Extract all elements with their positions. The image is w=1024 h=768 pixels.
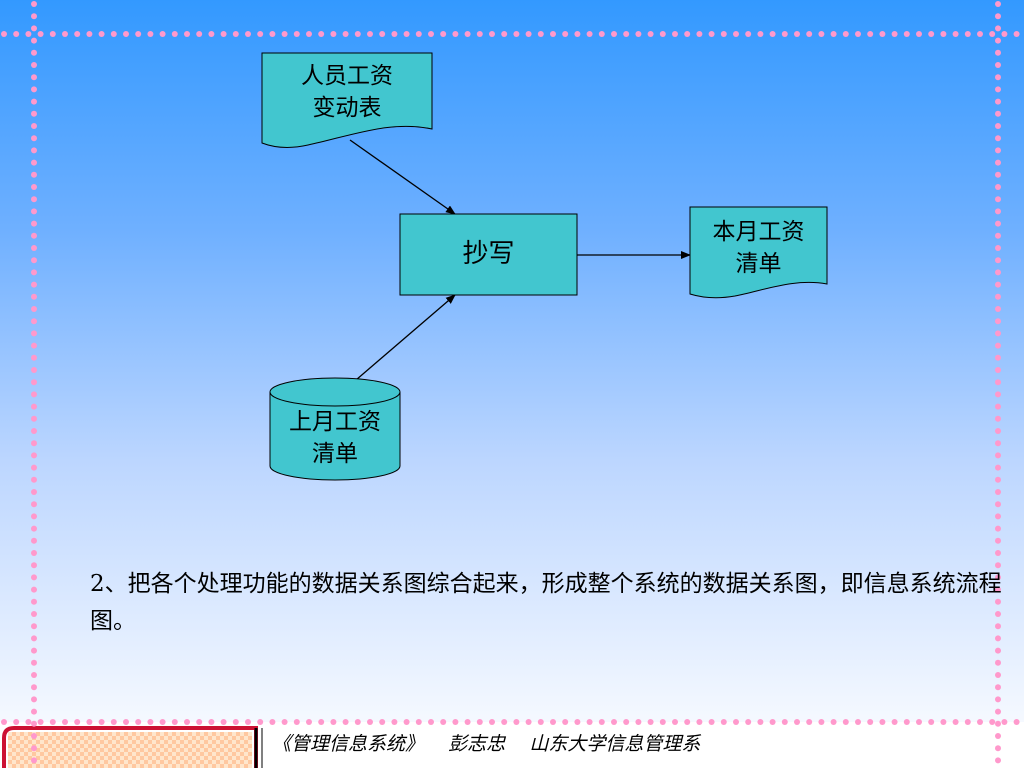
node-last-month-label: 上月工资 清单 xyxy=(289,409,381,467)
node-this-month-document xyxy=(689,206,828,299)
arrow-last-month-to-copy xyxy=(341,294,456,393)
node-salary-change-label: 人员工资 变动表 xyxy=(301,63,393,121)
arrow-salary-change-to-copy xyxy=(349,139,456,215)
node-this-month-label: 本月工资 清单 xyxy=(712,219,805,277)
footer-band xyxy=(0,722,1024,768)
node-salary-change-document xyxy=(261,52,433,148)
node-copy-label: 抄写 xyxy=(462,239,515,269)
footer-text: 《管理信息系统》 彭志忠 山东大学信息管理系 xyxy=(272,733,701,755)
node-copy-process xyxy=(399,213,578,296)
node-last-month-store xyxy=(269,377,401,481)
connectors xyxy=(341,139,691,393)
caption-text: 2、把各个处理功能的数据关系图综合起来，形成整个系统的数据关系图，即信息系统流程… xyxy=(90,571,1002,634)
